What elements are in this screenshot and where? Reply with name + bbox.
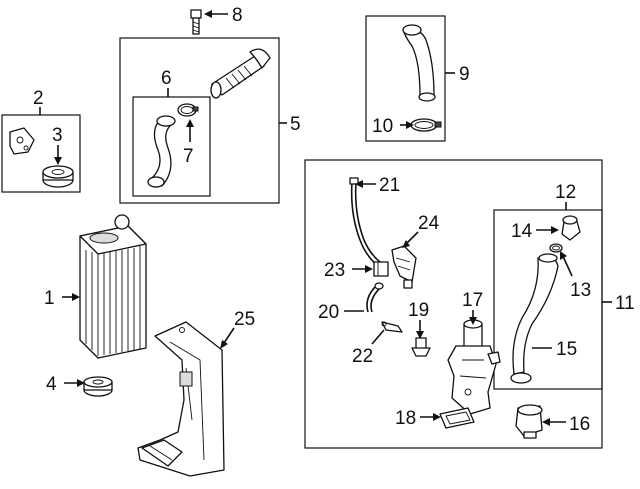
reservoir-part-17 bbox=[447, 319, 501, 415]
bracket-part-23 bbox=[373, 261, 389, 277]
callout-21: 21 bbox=[379, 175, 400, 196]
callout-9: 9 bbox=[459, 64, 470, 85]
clamp-part-13 bbox=[549, 243, 563, 253]
callout-23: 23 bbox=[324, 260, 345, 281]
hose-part-20 bbox=[366, 282, 384, 313]
bracket-part-2 bbox=[9, 127, 35, 155]
group-box-2-3 bbox=[1, 114, 81, 193]
gasket-part-18 bbox=[439, 407, 475, 429]
callout-11: 11 bbox=[615, 293, 635, 314]
callout-6: 6 bbox=[161, 68, 172, 89]
callout-8: 8 bbox=[232, 5, 243, 26]
hose-part-6 bbox=[147, 115, 176, 188]
callout-24: 24 bbox=[418, 213, 440, 234]
callout-14: 14 bbox=[511, 221, 533, 242]
pipe-part-9 bbox=[402, 24, 436, 102]
group-box-11 bbox=[304, 159, 603, 449]
fitting-part-14 bbox=[561, 215, 581, 241]
tube-part-21 bbox=[349, 177, 381, 267]
callout-15: 15 bbox=[556, 339, 577, 360]
bolt-part-8 bbox=[190, 9, 202, 35]
callout-18: 18 bbox=[395, 408, 416, 429]
pipe-part-22 bbox=[381, 321, 403, 333]
clamp-part-10 bbox=[410, 118, 442, 132]
sensor-part-19 bbox=[411, 337, 431, 357]
group-box-6-7 bbox=[132, 96, 211, 197]
cap-part-3 bbox=[42, 165, 74, 188]
housing-part-16 bbox=[515, 404, 543, 439]
callout-10: 10 bbox=[372, 116, 393, 137]
callout-13: 13 bbox=[570, 280, 591, 301]
sensor-part-24 bbox=[391, 245, 417, 289]
hose-part-15 bbox=[510, 253, 559, 384]
callout-5: 5 bbox=[290, 114, 301, 135]
intercooler-part-1 bbox=[79, 214, 147, 359]
group-box-5 bbox=[119, 37, 280, 204]
group-box-12 bbox=[493, 209, 603, 390]
callout-16: 16 bbox=[569, 414, 590, 435]
callout-7: 7 bbox=[183, 146, 194, 167]
group-box-9 bbox=[365, 15, 446, 142]
callout-3: 3 bbox=[52, 125, 63, 146]
air-duct-part-25 bbox=[137, 321, 225, 477]
intake-tube-part-5 bbox=[210, 48, 271, 99]
callout-22: 22 bbox=[352, 346, 373, 367]
cap-part-4 bbox=[83, 376, 113, 397]
callout-19: 19 bbox=[408, 300, 429, 321]
callout-4: 4 bbox=[46, 374, 57, 395]
leader-lines bbox=[39, 10, 612, 426]
callout-1: 1 bbox=[44, 288, 55, 309]
callout-17: 17 bbox=[462, 290, 483, 311]
callout-2: 2 bbox=[33, 88, 44, 109]
callout-12: 12 bbox=[555, 182, 576, 203]
callout-20: 20 bbox=[318, 302, 339, 323]
clamp-part-7 bbox=[177, 103, 199, 117]
callout-25: 25 bbox=[234, 309, 255, 330]
